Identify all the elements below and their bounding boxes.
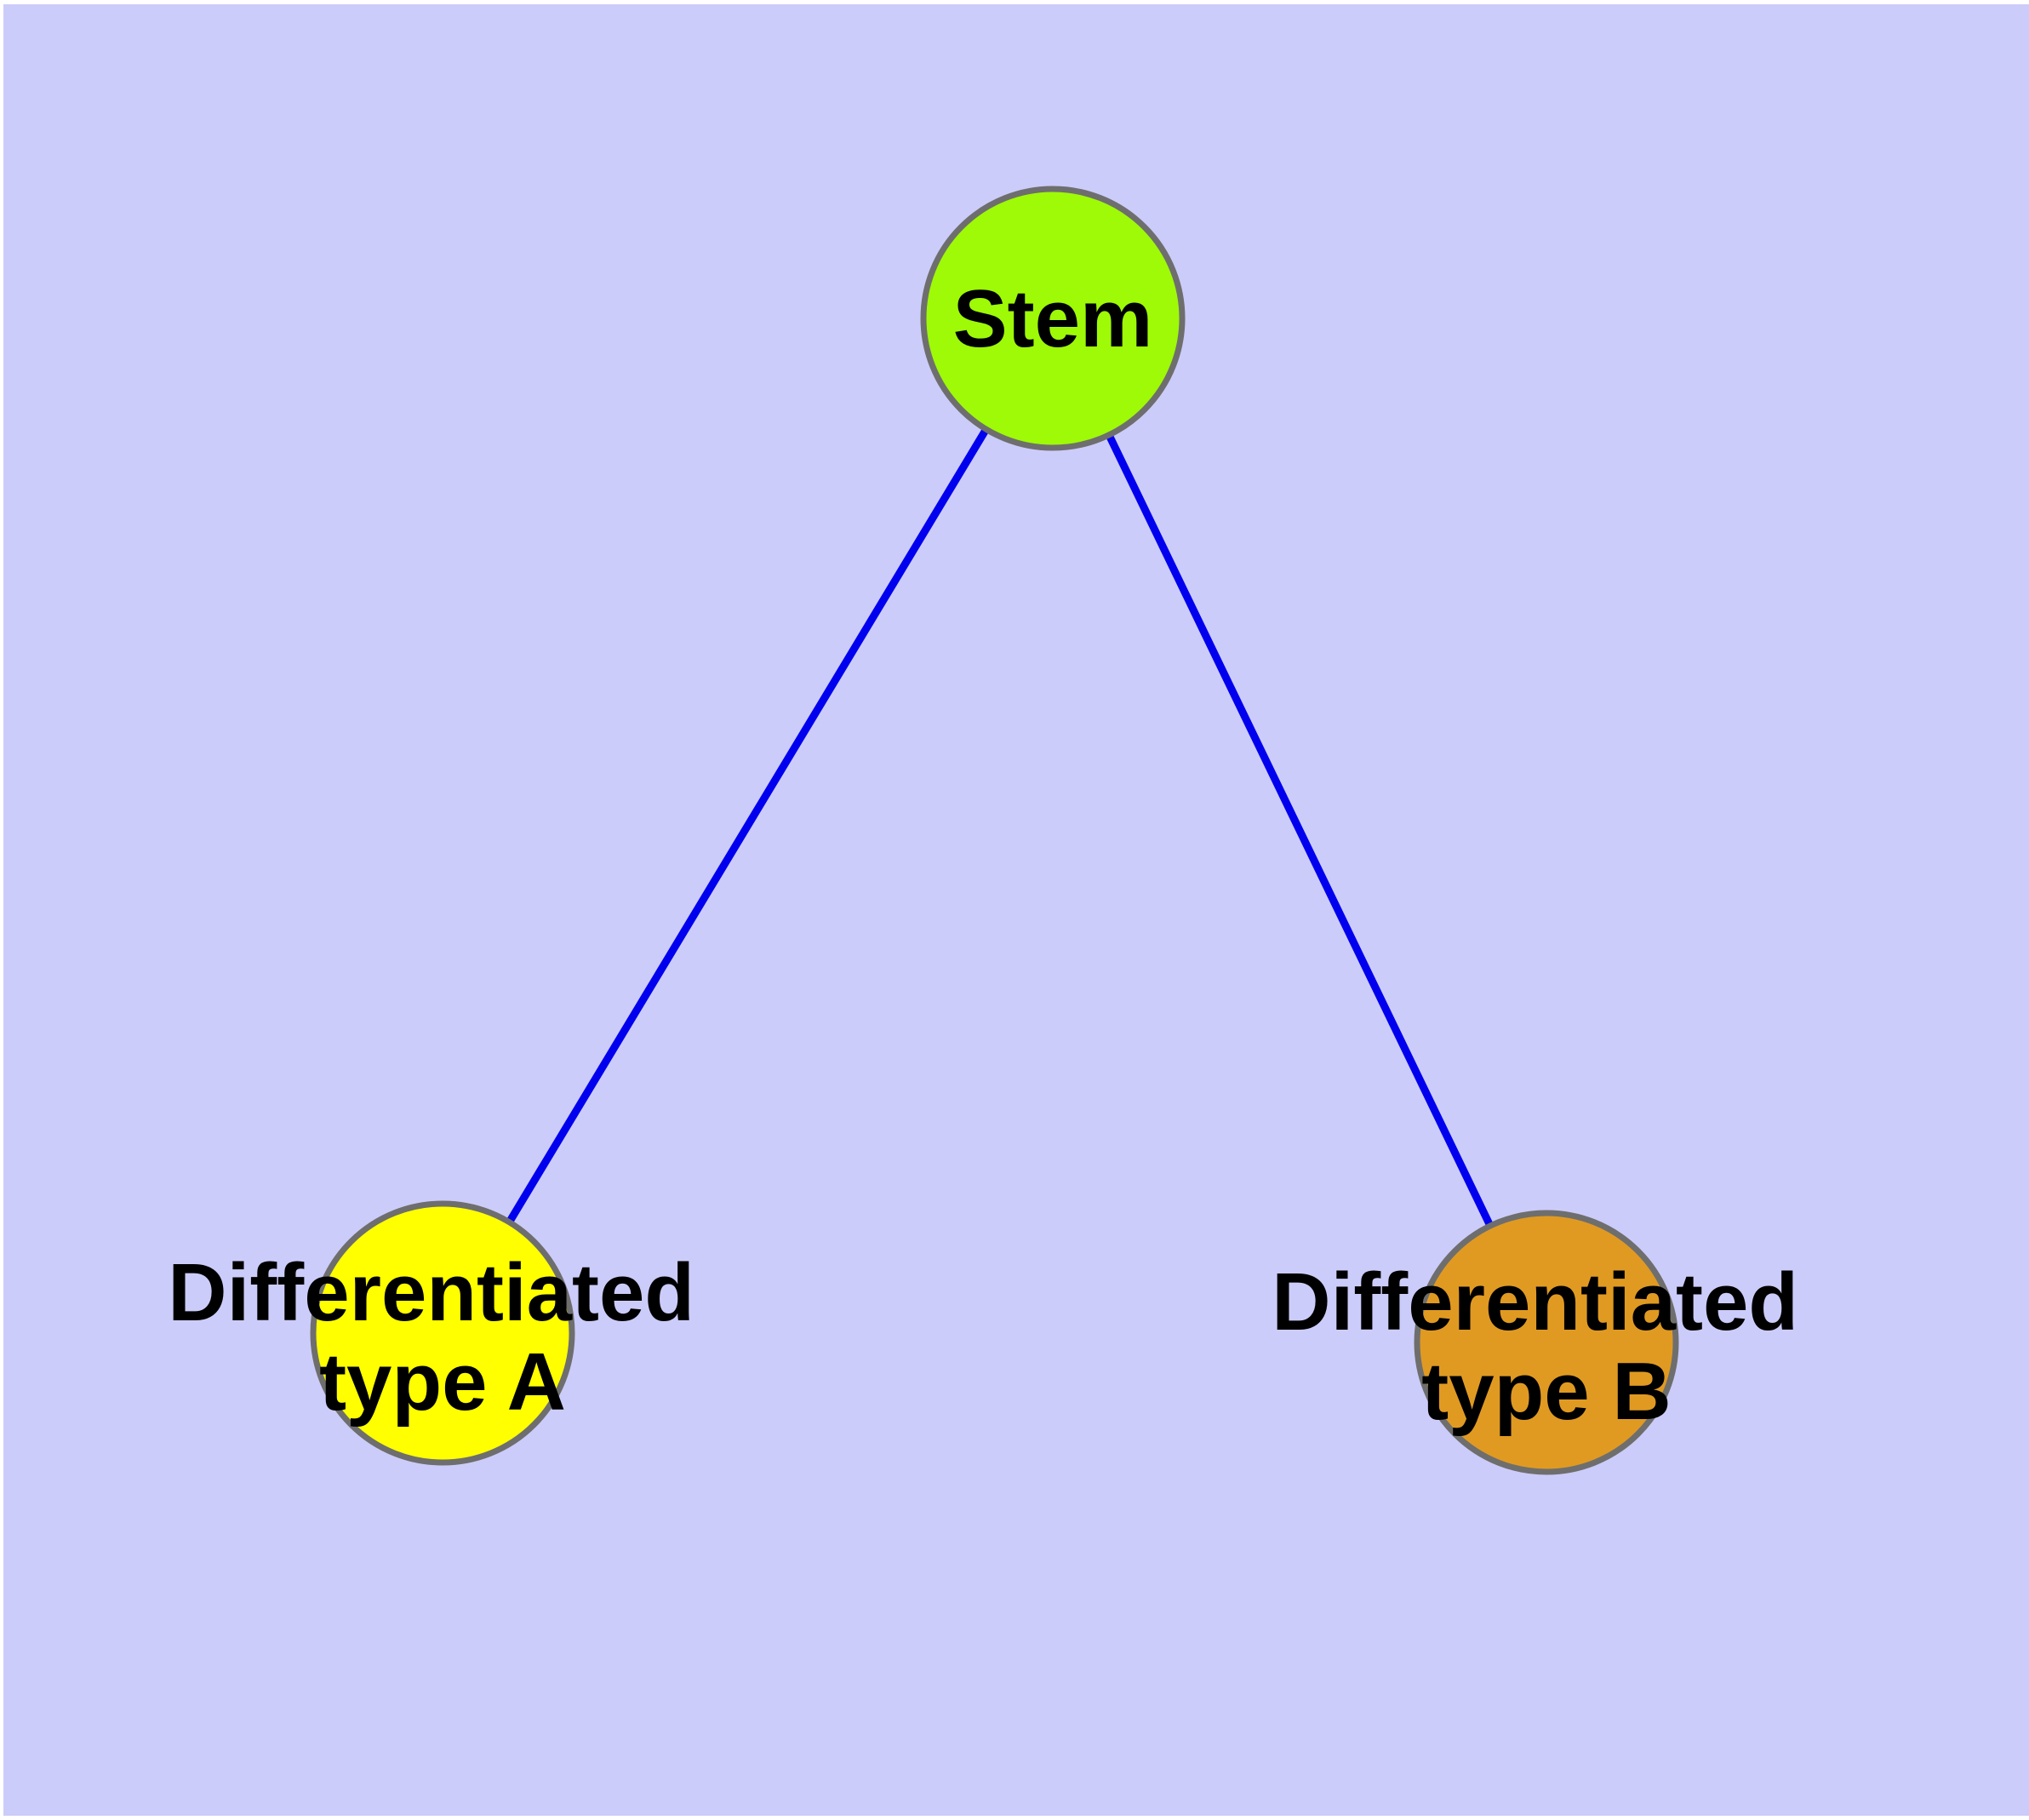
edge-stem-to-differentiated-type-a [439, 316, 1056, 1336]
edge-group [439, 316, 1551, 1344]
node-label-line-2-a: type A [319, 1336, 566, 1428]
node-circle-differentiated-type-a[interactable] [310, 1200, 575, 1466]
node-label-line-1-a: Differentiated [168, 1247, 694, 1338]
node-label-stem: Stem [953, 273, 1153, 364]
node-circle-stem[interactable] [920, 186, 1186, 451]
node-label-differentiated-type-a: Differentiated type A [168, 1247, 717, 1428]
node-label-differentiated-type-b: Differentiated type B [1272, 1256, 1820, 1437]
node-stem[interactable]: Stem [920, 186, 1186, 451]
node-label-line-1-stem: Stem [953, 273, 1153, 364]
node-label-line-2-b: type B [1421, 1346, 1671, 1437]
node-group: Differentiated type A Differentiated typ… [168, 186, 1820, 1475]
node-differentiated-type-b[interactable]: Differentiated type B [1272, 1210, 1820, 1475]
node-differentiated-type-a[interactable]: Differentiated type A [168, 1200, 717, 1466]
node-label-line-1-b: Differentiated [1272, 1256, 1798, 1348]
edge-stem-to-differentiated-type-b [1049, 317, 1551, 1344]
node-circle-differentiated-type-b[interactable] [1414, 1210, 1679, 1475]
